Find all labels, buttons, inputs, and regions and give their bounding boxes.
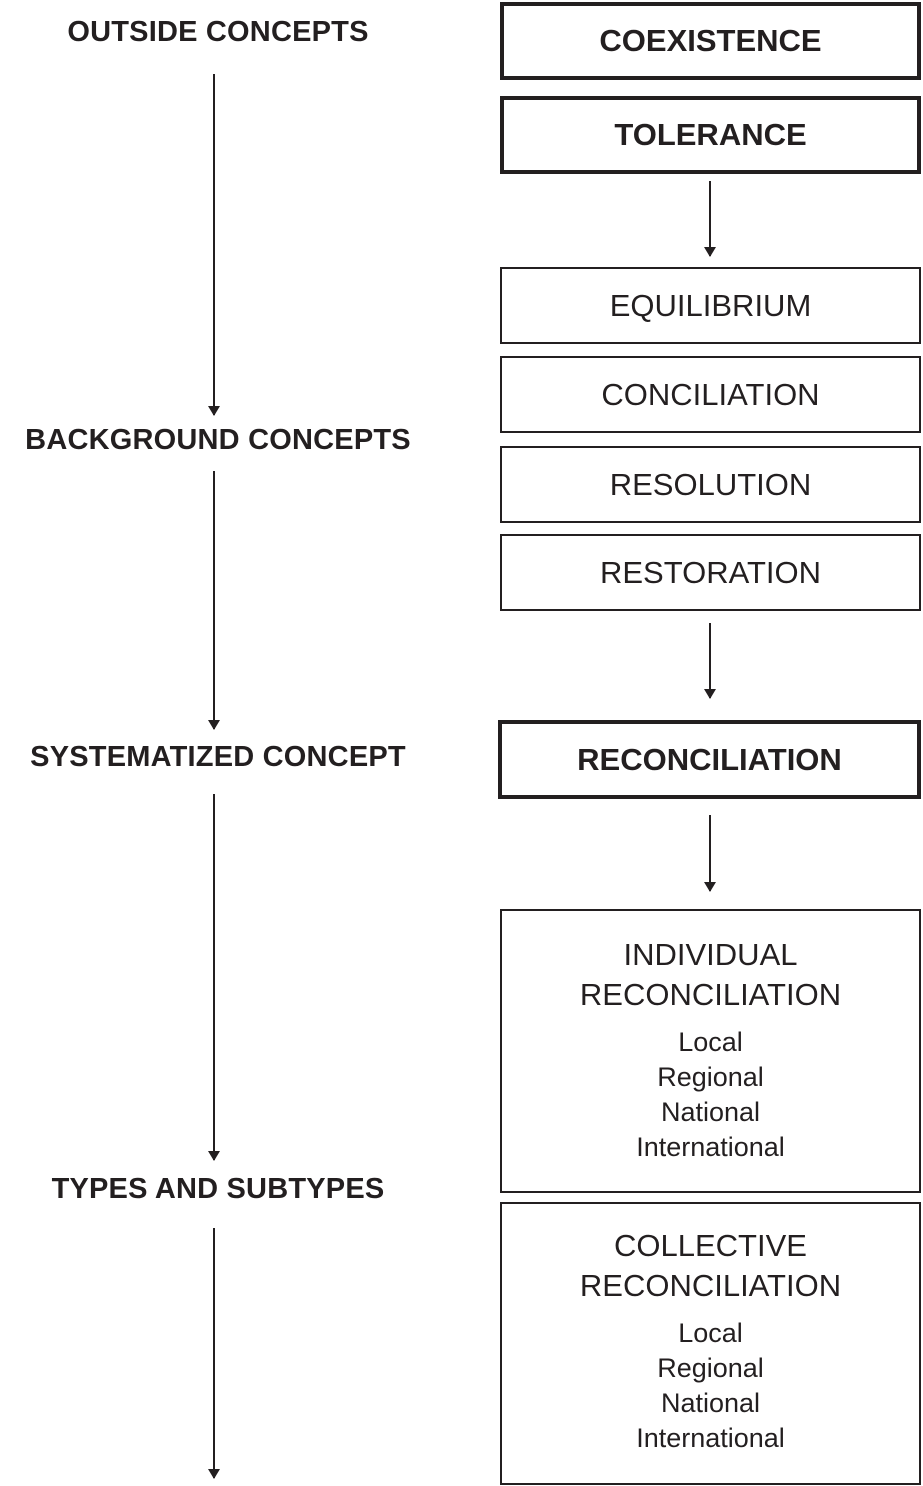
- subtype-item: Regional: [657, 1062, 764, 1092]
- type-box-individual-reconciliation: INDIVIDUAL RECONCILIATION Local Regional…: [500, 909, 921, 1193]
- concept-label: EQUILIBRIUM: [609, 287, 812, 323]
- stage-label-outside-concepts: OUTSIDE CONCEPTS: [67, 16, 369, 48]
- concept-label: COEXISTENCE: [599, 23, 822, 58]
- type-title-line: COLLECTIVE: [614, 1228, 807, 1263]
- subtype-item: Local: [678, 1318, 743, 1348]
- concept-box-resolution: RESOLUTION: [500, 446, 921, 523]
- subtype-item: International: [636, 1423, 785, 1453]
- stage-label-systematized-concept: SYSTEMATIZED CONCEPT: [30, 741, 406, 773]
- concept-box-equilibrium: EQUILIBRIUM: [500, 267, 921, 344]
- concept-box-reconciliation: RECONCILIATION: [498, 720, 921, 799]
- concept-box-coexistence: COEXISTENCE: [500, 2, 921, 80]
- type-title-line: INDIVIDUAL: [623, 937, 798, 972]
- concept-box-tolerance: TOLERANCE: [500, 96, 921, 174]
- stage-label-background-concepts: BACKGROUND CONCEPTS: [25, 424, 411, 456]
- subtype-item: National: [660, 1097, 761, 1127]
- concept-label: RECONCILIATION: [577, 741, 842, 777]
- type-title-line: RECONCILIATION: [579, 1268, 842, 1303]
- type-box-collective-reconciliation: COLLECTIVE RECONCILIATION Local Regional…: [500, 1202, 921, 1485]
- concept-label: TOLERANCE: [614, 117, 807, 152]
- concept-label: RESTORATION: [599, 554, 822, 590]
- concept-box-restoration: RESTORATION: [500, 534, 921, 611]
- type-title: INDIVIDUAL RECONCILIATION: [580, 935, 841, 1015]
- stage-label-types-and-subtypes: TYPES AND SUBTYPES: [51, 1173, 385, 1205]
- subtype-item: Regional: [657, 1353, 764, 1383]
- concept-box-conciliation: CONCILIATION: [500, 356, 921, 433]
- subtype-item: National: [660, 1388, 761, 1418]
- subtype-item: Local: [678, 1027, 743, 1057]
- concept-label: CONCILIATION: [601, 376, 820, 412]
- concept-label: RESOLUTION: [609, 466, 812, 502]
- type-title: COLLECTIVE RECONCILIATION: [580, 1226, 841, 1306]
- subtype-item: International: [636, 1132, 785, 1162]
- subtype-list: Local Regional National International: [636, 1316, 785, 1456]
- type-title-line: RECONCILIATION: [579, 977, 842, 1012]
- subtype-list: Local Regional National International: [636, 1025, 785, 1165]
